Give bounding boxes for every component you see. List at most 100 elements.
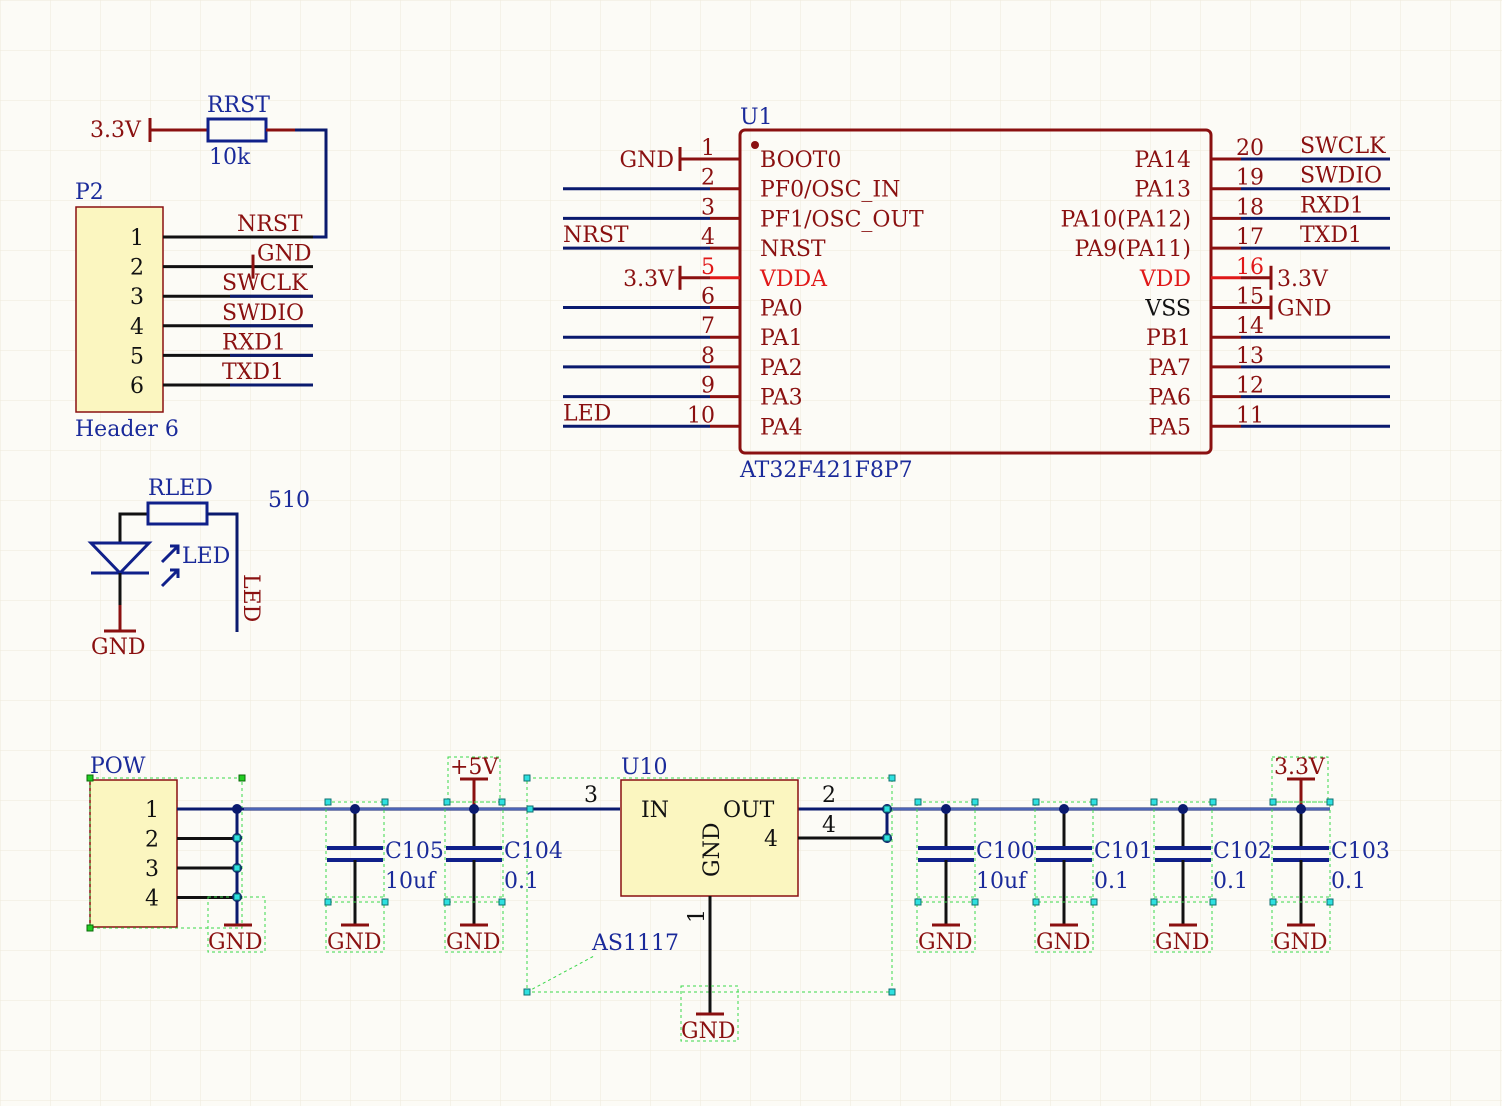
selection-handle[interactable]	[86, 924, 94, 932]
p2-net-label: GND	[257, 242, 311, 267]
selection-handle[interactable]	[1032, 798, 1040, 806]
u1-pin-number: 11	[1236, 403, 1264, 428]
u1-pin-name: PA7	[1148, 356, 1191, 381]
u10-regulator[interactable]: U10 IN OUT GND 4 3 2 4 1 GND AS1117	[526, 755, 893, 1044]
selection-handle[interactable]	[498, 898, 506, 906]
selection-handle[interactable]	[523, 988, 531, 996]
capacitor-value: 10uf	[976, 869, 1028, 894]
selection-handle[interactable]	[1150, 798, 1158, 806]
capacitor-gnd-label: GND	[918, 930, 972, 955]
selection-handle[interactable]	[1326, 898, 1334, 906]
capacitor-selection	[1271, 801, 1331, 903]
selection-handle[interactable]	[381, 798, 389, 806]
selection-handle[interactable]	[233, 893, 241, 901]
u1-comment: AT32F421F8P7	[739, 458, 913, 483]
u1-net-label: SWCLK	[1300, 134, 1386, 159]
selection-handle[interactable]	[324, 898, 332, 906]
u1-pin-number: 14	[1236, 314, 1264, 339]
selection-handle[interactable]	[443, 898, 451, 906]
u1-net-label: RXD1	[1300, 193, 1364, 218]
p2-header[interactable]: P2 Header 6 1NRST2GND3SWCLK4SWDIO5RXD16T…	[75, 180, 313, 442]
p2-pin-number: 6	[130, 374, 144, 399]
selection-handle[interactable]	[1150, 898, 1158, 906]
supply-3v3[interactable]: 3.3V	[1271, 755, 1329, 809]
junction-dot	[1059, 804, 1069, 814]
selection-handle[interactable]	[381, 898, 389, 906]
junction-dot	[350, 804, 360, 814]
selection-handle[interactable]	[1326, 798, 1334, 806]
rrst-designator: RRST	[207, 93, 270, 118]
capacitor-gnd-label: GND	[1036, 930, 1090, 955]
u10-designator: U10	[621, 755, 668, 780]
u1-pin-name: PA1	[760, 326, 803, 351]
selection-handle[interactable]	[498, 798, 506, 806]
selection-handle[interactable]	[883, 834, 891, 842]
selection-handle[interactable]	[914, 898, 922, 906]
selection-handle[interactable]	[1209, 798, 1217, 806]
selection-handle[interactable]	[971, 898, 979, 906]
p2-net-label: SWCLK	[222, 271, 308, 296]
selection-handle[interactable]	[86, 774, 94, 782]
selection-handle[interactable]	[888, 774, 896, 782]
u1-pin-name: PA0	[760, 297, 803, 322]
led-diode-triangle	[87, 541, 153, 576]
selection-handle[interactable]	[1269, 798, 1277, 806]
junction-dot	[232, 804, 242, 814]
u1-pin-name: PF0/OSC_IN	[760, 178, 900, 203]
selection-handle[interactable]	[883, 805, 891, 813]
selection-handle[interactable]	[238, 774, 246, 782]
led-circuit[interactable]: RLED 510 LED LED GND	[87, 476, 310, 660]
selection-handle[interactable]	[1090, 798, 1098, 806]
selection-handle[interactable]	[324, 798, 332, 806]
u1-pin-number: 18	[1236, 195, 1264, 220]
u1-pin-name: PF1/OSC_OUT	[760, 207, 924, 232]
selection-handle[interactable]	[1209, 898, 1217, 906]
u1-pin-name: NRST	[760, 237, 826, 262]
rled-designator: RLED	[148, 476, 213, 501]
selection-handle[interactable]	[233, 864, 241, 872]
u1-pin-number: 2	[701, 166, 715, 191]
capacitor-bank[interactable]: GNDC10510ufGNDC1040.1GNDC10010ufGNDC1010…	[325, 801, 1390, 955]
selection-handle[interactable]	[1269, 898, 1277, 906]
junction-dot	[1178, 804, 1188, 814]
u1-pin-number: 19	[1236, 166, 1264, 191]
pow-pin-number: 3	[145, 857, 159, 882]
rrst-supply-label: 3.3V	[90, 118, 142, 143]
pow-pin-number: 1	[145, 798, 159, 823]
junction-dot	[1296, 804, 1306, 814]
selection-handle[interactable]	[233, 834, 241, 842]
selection-handle[interactable]	[523, 774, 531, 782]
pow-gnd-label: GND	[208, 930, 262, 955]
u1-designator: U1	[740, 105, 773, 130]
selection-handle[interactable]	[443, 798, 451, 806]
u1-pin-number: 15	[1236, 285, 1264, 310]
capacitor-designator: C104	[504, 839, 563, 864]
capacitor-value: 0.1	[1213, 869, 1248, 894]
capacitor-selection	[916, 801, 976, 903]
selection-handle[interactable]	[1090, 898, 1098, 906]
p2-designator: P2	[75, 180, 104, 205]
capacitor-selection	[325, 801, 385, 903]
u10-gnd-label: GND	[681, 1019, 735, 1044]
u10-selection	[526, 777, 893, 993]
junction-dot	[469, 804, 479, 814]
u1-pin-number: 6	[701, 285, 715, 310]
supply-3v3-label: 3.3V	[1274, 755, 1326, 780]
selection-handle[interactable]	[971, 798, 979, 806]
selection-handle[interactable]	[914, 798, 922, 806]
capacitor-gnd-label: GND	[1273, 930, 1327, 955]
u1-pin-number: 9	[701, 374, 715, 399]
selection-handle[interactable]	[888, 988, 896, 996]
selection-handle[interactable]	[526, 805, 534, 813]
selection-handle[interactable]	[1032, 898, 1040, 906]
